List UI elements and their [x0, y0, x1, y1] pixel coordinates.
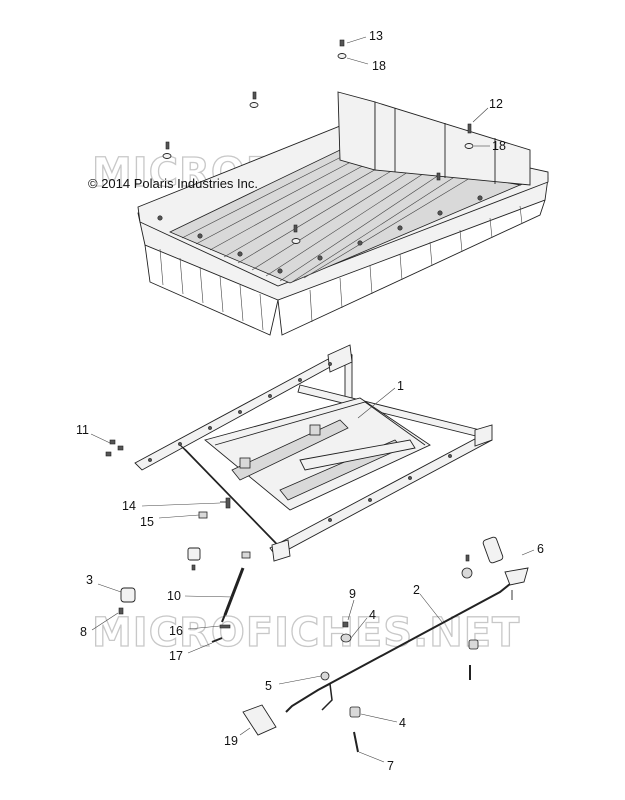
callout-11: 11 [76, 423, 89, 437]
callout-19: 19 [224, 734, 238, 748]
callout-13: 13 [369, 29, 383, 43]
callout-12: 12 [489, 97, 503, 111]
watermark-bottom: MICROFICHES.NET [92, 610, 520, 656]
callout-2: 2 [413, 583, 420, 597]
callout-1: 1 [397, 379, 404, 393]
callout-18: 18 [372, 59, 386, 73]
callout-3: 3 [86, 573, 93, 587]
callout-8: 8 [80, 625, 87, 639]
callout-10: 10 [167, 589, 181, 603]
callout-7: 7 [387, 759, 394, 773]
callout-4-upper: 4 [369, 608, 376, 622]
callout-9: 9 [349, 587, 356, 601]
callout-16: 16 [169, 624, 183, 638]
fastener-group-box [162, 39, 474, 244]
cargo-box [137, 91, 549, 336]
box-frame [134, 344, 493, 562]
callout-6: 6 [537, 542, 544, 556]
callout-17: 17 [169, 649, 183, 663]
callout-15: 15 [140, 515, 154, 529]
callout-4-lower: 4 [399, 716, 406, 730]
callout-14: 14 [122, 499, 136, 513]
callout-5: 5 [265, 679, 272, 693]
callouts: 13 18 12 18 1 11 14 15 6 2 3 8 1 [76, 29, 544, 773]
callout-18-right: 18 [492, 139, 506, 153]
copyright-notice: © 2014 Polaris Industries Inc. [88, 176, 258, 191]
